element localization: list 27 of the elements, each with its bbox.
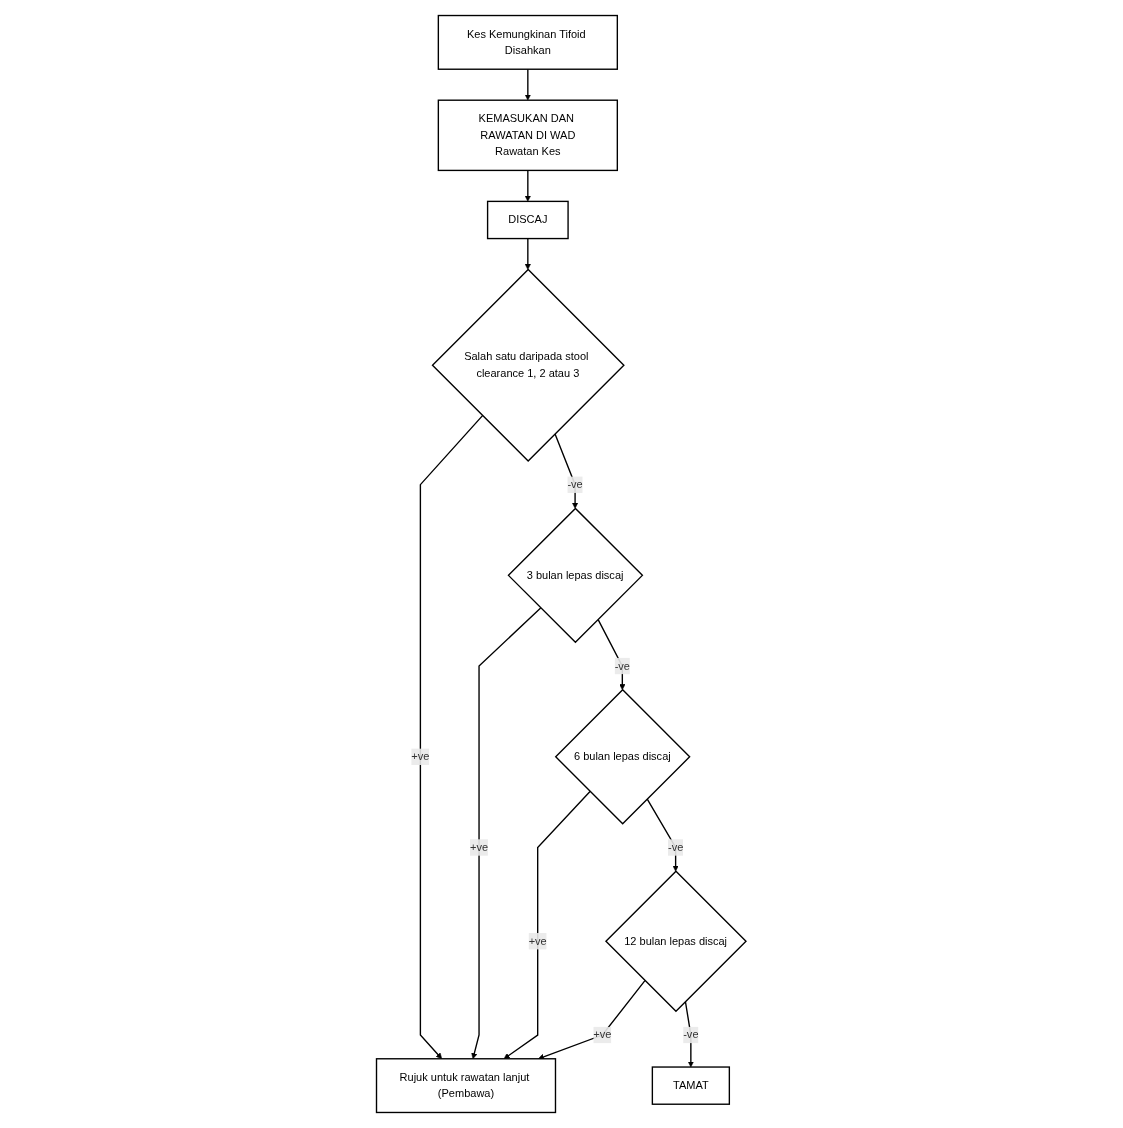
arrow [538,979,646,1060]
edge-label: -ve [567,478,583,491]
arrow [525,169,532,202]
arrow [471,607,542,1060]
node-box: Rujuk untuk rawatan lanjut (Pembawa) [376,1058,557,1114]
edge-label: +ve [593,1028,612,1041]
node-diamond: Salah satu daripada stool clearance 1, 2 atau 3 [431,268,626,462]
arrow [525,68,532,101]
arrow [554,433,579,509]
node-box: KEMASUKAN DAN RAWATAN DI WAD Rawatan Kes [437,99,619,172]
arrow [646,798,679,872]
node-diamond: 6 bulan lepas discaj [555,688,691,825]
arrow [525,237,532,270]
edge-label: -ve [668,841,684,853]
arrow [419,414,484,1060]
node-box: TAMAT [651,1066,731,1105]
node-box: Kes Kemungkinan Tifoid Disahkan [437,14,619,70]
arrow [597,618,626,691]
edge-label: +ve [411,750,430,763]
edge-label: -ve [683,1028,699,1041]
node-box: DISCAJ [487,200,569,240]
edge-label: -ve [614,659,631,672]
arrow [504,790,591,1060]
node-diamond: 3 bulan lepas discaj [507,507,644,644]
edge-label: +ve [470,841,489,853]
edge-label: +ve [528,935,547,947]
node-diamond: 12 bulan lepas discaj [605,870,748,1013]
